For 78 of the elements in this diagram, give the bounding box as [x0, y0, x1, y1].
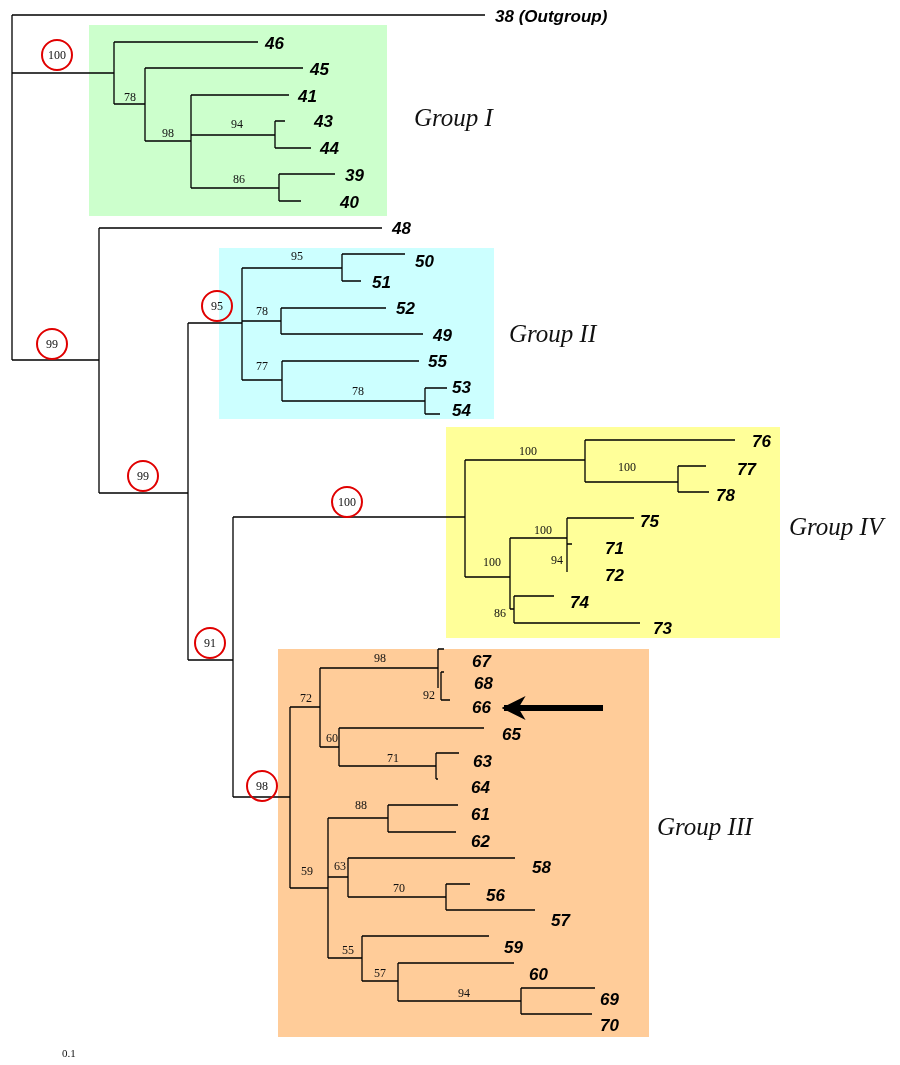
taxon-label: 70 [600, 1016, 619, 1036]
bootstrap-circle: 91 [194, 627, 226, 659]
taxon-label: 64 [471, 778, 490, 798]
group-title: Group IV [789, 514, 884, 539]
taxon-label: 65 [502, 725, 521, 745]
taxon-label: 46 [265, 34, 284, 54]
taxon-label: 48 [392, 219, 411, 239]
bootstrap-value: 98 [374, 652, 386, 664]
taxon-label: 45 [310, 60, 329, 80]
taxon-label: 51 [372, 273, 391, 293]
taxon-label: 38 (Outgroup) [495, 7, 608, 27]
taxon-label: 39 [345, 166, 364, 186]
group-title: Group II [509, 321, 597, 346]
taxon-label: 77 [737, 460, 756, 480]
taxon-label: 75 [640, 512, 659, 532]
bootstrap-value: 100 [618, 461, 636, 473]
bootstrap-value: 88 [355, 799, 367, 811]
bootstrap-value: 100 [534, 524, 552, 536]
bootstrap-circle: 100 [331, 486, 363, 518]
bootstrap-value: 72 [300, 692, 312, 704]
bootstrap-value: 55 [342, 944, 354, 956]
taxon-label: 41 [298, 87, 317, 107]
group-title: Group III [657, 814, 753, 839]
taxon-label: 50 [415, 252, 434, 272]
taxon-label: 61 [471, 805, 490, 825]
taxon-label: 59 [504, 938, 523, 958]
bootstrap-value: 78 [352, 385, 364, 397]
taxon-label: 58 [532, 858, 551, 878]
bootstrap-circle: 100 [41, 39, 73, 71]
taxon-label: 53 [452, 378, 471, 398]
taxon-label: 57 [551, 911, 570, 931]
taxon-label: 56 [486, 886, 505, 906]
bootstrap-value: 63 [334, 860, 346, 872]
bootstrap-circle: 98 [246, 770, 278, 802]
bootstrap-value: 86 [494, 607, 506, 619]
bootstrap-circle: 99 [36, 328, 68, 360]
arrow [501, 696, 603, 720]
taxon-label: 73 [653, 619, 672, 639]
taxon-label: 55 [428, 352, 447, 372]
bootstrap-value: 92 [423, 689, 435, 701]
bootstrap-value: 94 [231, 118, 243, 130]
taxon-label: 76 [752, 432, 771, 452]
bootstrap-value: 71 [387, 752, 399, 764]
taxon-label: 60 [529, 965, 548, 985]
taxon-label: 54 [452, 401, 471, 421]
taxon-label: 71 [605, 539, 624, 559]
taxon-label: 66 [472, 698, 502, 718]
bootstrap-value: 100 [519, 445, 537, 457]
bootstrap-value: 100 [483, 556, 501, 568]
taxon-label: 68 [474, 674, 493, 694]
group-title: Group I [414, 105, 493, 130]
bootstrap-value: 86 [233, 173, 245, 185]
bootstrap-circle: 99 [127, 460, 159, 492]
taxon-label: 49 [433, 326, 452, 346]
taxon-label: 67 [472, 652, 491, 672]
bootstrap-circle: 95 [201, 290, 233, 322]
bootstrap-value: 94 [458, 987, 470, 999]
bootstrap-value: 98 [162, 127, 174, 139]
bootstrap-value: 95 [291, 250, 303, 262]
taxon-label: 74 [570, 593, 589, 613]
bootstrap-value: 70 [393, 882, 405, 894]
taxon-label: 62 [471, 832, 490, 852]
bootstrap-value: 78 [124, 91, 136, 103]
scale-label: 0.1 [62, 1047, 76, 1059]
bootstrap-value: 77 [256, 360, 268, 372]
taxon-label: 72 [605, 566, 624, 586]
bootstrap-value: 94 [551, 554, 563, 566]
taxon-label: 52 [396, 299, 415, 319]
taxon-label: 69 [600, 990, 619, 1010]
taxon-label: 43 [314, 112, 333, 132]
bootstrap-value: 78 [256, 305, 268, 317]
bootstrap-value: 60 [326, 732, 338, 744]
taxon-label: 63 [473, 752, 492, 772]
bootstrap-value: 57 [374, 967, 386, 979]
taxon-label: 78 [716, 486, 735, 506]
taxon-label: 40 [340, 193, 359, 213]
taxon-label: 44 [320, 139, 339, 159]
bootstrap-value: 59 [301, 865, 313, 877]
